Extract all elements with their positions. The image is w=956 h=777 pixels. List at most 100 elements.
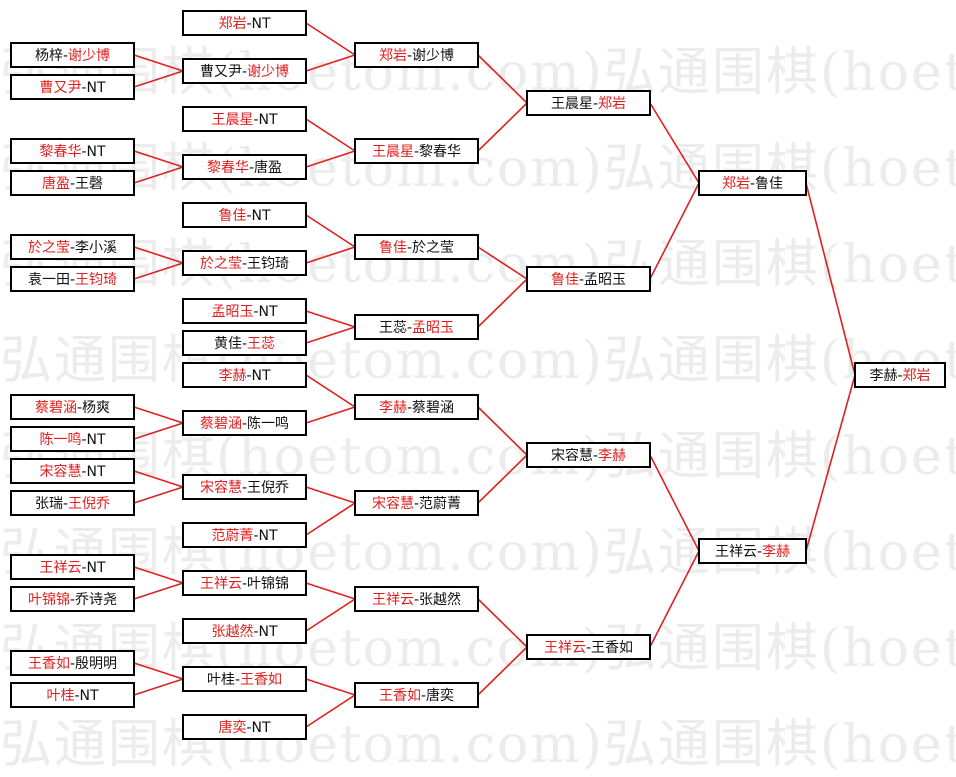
bracket-connector	[649, 550, 700, 648]
match-box: 王香如-殷明明	[10, 650, 135, 676]
bracket-round-2: 郑岩-NT曹又尹-谢少博王晨星-NT黎春华-唐盈鲁佳-NT於之莹-王钧琦孟昭玉-…	[182, 10, 307, 740]
match-label: 王祥云-王香如	[544, 640, 633, 656]
match-box-frame	[354, 682, 479, 708]
match-label: 宋容慧-王倪乔	[200, 479, 289, 496]
bracket-connector	[305, 150, 356, 168]
winner-name: 王祥云	[372, 592, 414, 608]
match-box-frame	[182, 58, 307, 84]
match-label: 蔡碧涵-陈一鸣	[200, 415, 289, 432]
match-separator: -	[407, 320, 412, 336]
match-box: 叶桂-王香如	[182, 666, 307, 692]
bracket-round-6: 李赫-郑岩	[854, 362, 946, 388]
match-label: 王蕊-孟昭玉	[379, 320, 454, 336]
bracket-connector	[305, 118, 356, 152]
match-box: 宋容慧-NT	[10, 458, 135, 484]
match-box-frame	[10, 266, 135, 292]
match-box: 王晨星-NT	[182, 106, 307, 132]
player-name: 王祥云	[715, 544, 757, 560]
match-separator: -	[81, 432, 86, 448]
winner-name: 王香如	[379, 688, 421, 704]
winner-name: 郑岩	[903, 368, 931, 384]
match-box-frame	[10, 74, 135, 100]
bracket-connector	[305, 246, 356, 264]
match-box: 曹又尹-NT	[10, 74, 135, 100]
player-name: 宋容慧	[551, 447, 593, 464]
bracket-connector	[305, 678, 356, 696]
match-separator: -	[750, 176, 755, 192]
match-box-frame	[182, 570, 307, 596]
match-box-frame	[182, 714, 307, 740]
match-box: 於之莹-王钧琦	[182, 250, 307, 276]
match-box-frame	[10, 650, 135, 676]
match-separator: -	[897, 368, 902, 384]
match-separator: -	[253, 112, 258, 128]
match-label: 郑岩-谢少博	[379, 47, 454, 64]
match-label: 唐盈-王磬	[42, 175, 103, 192]
player-name: NT	[259, 112, 278, 128]
match-box: 黎春华-NT	[10, 138, 135, 164]
match-box-frame	[182, 10, 307, 36]
winner-name: 郑岩	[379, 48, 407, 64]
bracket-connector	[477, 454, 528, 504]
match-separator: -	[586, 640, 591, 656]
match-label: 宋容慧-NT	[39, 463, 106, 480]
match-box: 王晨星-郑岩	[526, 90, 651, 116]
match-box-frame	[10, 170, 135, 196]
match-separator: -	[407, 240, 412, 256]
match-box-frame	[354, 42, 479, 68]
match-box: 宋容慧-李赫	[526, 442, 651, 468]
winner-name: 宋容慧	[200, 479, 242, 496]
winner-name: 黎春华	[39, 144, 81, 160]
match-separator: -	[81, 560, 86, 576]
bracket-connector	[477, 598, 528, 648]
match-box: 叶锦锦-乔诗尧	[10, 586, 135, 612]
match-separator: -	[593, 96, 598, 112]
match-label: 王祥云-李赫	[715, 544, 790, 560]
match-label: 叶桂-王香如	[207, 672, 282, 688]
player-name: 蔡碧涵	[412, 400, 454, 416]
winner-name: 张越然	[211, 623, 253, 640]
match-box-frame	[182, 106, 307, 132]
winner-name: 李赫	[218, 368, 246, 384]
match-box-frame	[10, 234, 135, 260]
match-box: 王祥云-张越然	[354, 586, 479, 612]
match-label: 王晨星-黎春华	[372, 144, 461, 160]
winner-name: 唐奕	[218, 719, 246, 736]
match-box: 於之莹-李小溪	[10, 234, 135, 260]
match-label: 王祥云-张越然	[372, 591, 461, 608]
bracket-connector	[133, 406, 184, 424]
player-name: NT	[259, 528, 278, 544]
match-separator: -	[63, 496, 68, 512]
match-separator: -	[246, 208, 251, 224]
player-name: 叶锦锦	[247, 575, 289, 592]
player-name: NT	[252, 208, 271, 224]
match-separator: -	[414, 144, 419, 160]
match-box-frame	[526, 90, 651, 116]
player-name: 谢少博	[412, 47, 454, 64]
match-box-frame	[182, 330, 307, 356]
player-name: 张瑞	[35, 496, 63, 512]
match-box: 王祥云-王香如	[526, 634, 651, 660]
match-box-frame	[354, 490, 479, 516]
winner-name: 王祥云	[544, 640, 586, 656]
match-box-frame	[10, 394, 135, 420]
winner-name: 叶锦锦	[28, 591, 70, 608]
match-box: 王晨星-黎春华	[354, 138, 479, 164]
player-name: NT	[87, 80, 106, 96]
player-name: 张越然	[419, 591, 461, 608]
connector-lines	[133, 22, 856, 728]
match-box: 宋容慧-王倪乔	[182, 474, 307, 500]
match-label: 叶锦锦-乔诗尧	[28, 591, 117, 608]
match-box-frame	[854, 362, 946, 388]
match-box-frame	[526, 634, 651, 660]
winner-name: 黎春华	[207, 160, 249, 176]
match-box: 王祥云-李赫	[698, 538, 807, 564]
match-separator: -	[63, 48, 68, 64]
match-box: 鲁佳-孟昭玉	[526, 266, 651, 292]
player-name: NT	[259, 624, 278, 640]
winner-name: 王晨星	[211, 112, 253, 128]
match-separator: -	[757, 544, 762, 560]
match-label: 蔡碧涵-杨爽	[35, 400, 110, 416]
match-separator: -	[246, 16, 251, 32]
bracket-connector	[305, 374, 356, 408]
